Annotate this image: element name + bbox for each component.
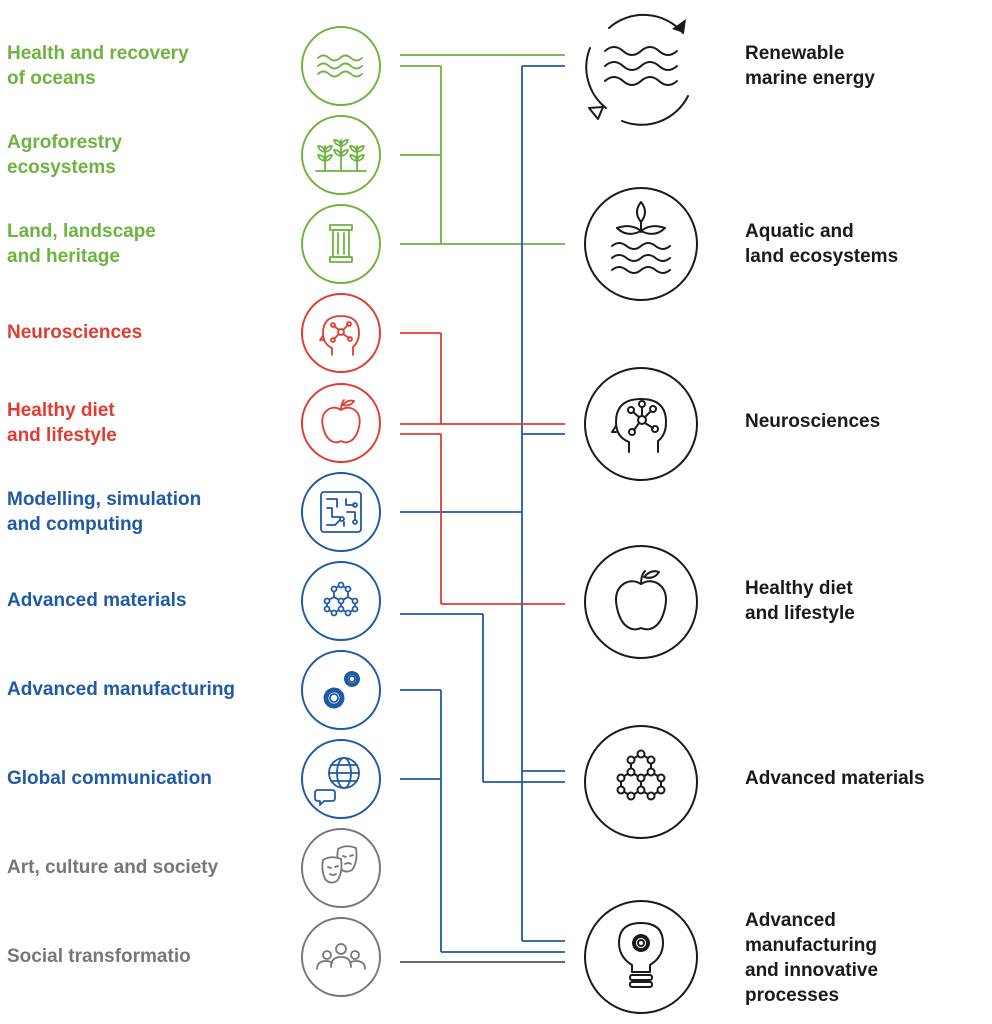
gears-icon (301, 650, 381, 730)
brain-head-icon-large (584, 367, 698, 481)
connectors-blue (400, 65, 565, 953)
left-label-healthy-diet: Healthy diet and lifestyle (7, 400, 117, 446)
apple-icon-large (584, 545, 698, 659)
left-label-advanced-materials: Advanced materials (7, 590, 187, 611)
left-icons (301, 26, 381, 997)
waves-icon (301, 26, 381, 106)
column-icon (301, 204, 381, 284)
right-icons (584, 13, 698, 1014)
people-group-icon (301, 917, 381, 997)
theater-masks-icon (301, 828, 381, 908)
connectors (400, 54, 565, 963)
wave-cycle-icon (585, 13, 689, 126)
left-label-neurosciences: Neurosciences (7, 322, 143, 343)
right-label-neurosciences: Neurosciences (745, 411, 881, 432)
right-label-advanced-materials: Advanced materials (745, 768, 925, 789)
right-label-aquatic-land: Aquatic and land ecosystems (745, 221, 899, 267)
left-label-social-transformation: Social transformatio (7, 946, 191, 967)
left-label-modelling: Modelling, simulation and computing (7, 489, 202, 535)
left-label-agroforestry: Agroforestry ecosystems (7, 132, 123, 178)
connectors-green (400, 54, 565, 245)
right-label-renewable-marine: Renewable marine energy (745, 43, 875, 89)
left-label-land-heritage: Land, landscape and heritage (7, 221, 156, 267)
right-label-advanced-manufacturing: Advanced manufacturing and innovative pr… (745, 910, 879, 1006)
left-label-advanced-manufacturing: Advanced manufacturing (7, 679, 236, 700)
connectors-red (400, 332, 565, 605)
left-label-health-oceans: Health and recovery of oceans (7, 43, 189, 89)
globe-chat-icon (301, 739, 381, 819)
apple-icon (301, 383, 381, 463)
plants-icon (301, 115, 381, 195)
molecule-icon-large (584, 725, 698, 839)
left-label-art-culture: Art, culture and society (7, 857, 219, 878)
lightbulb-gear-icon (584, 900, 698, 1014)
brain-head-icon (301, 293, 381, 373)
molecule-icon (301, 561, 381, 641)
right-label-healthy-diet: Healthy diet and lifestyle (745, 578, 855, 624)
sprout-waves-icon (584, 187, 698, 301)
left-label-global-communication: Global communication (7, 768, 212, 789)
circuit-icon[interactable] (301, 472, 381, 552)
